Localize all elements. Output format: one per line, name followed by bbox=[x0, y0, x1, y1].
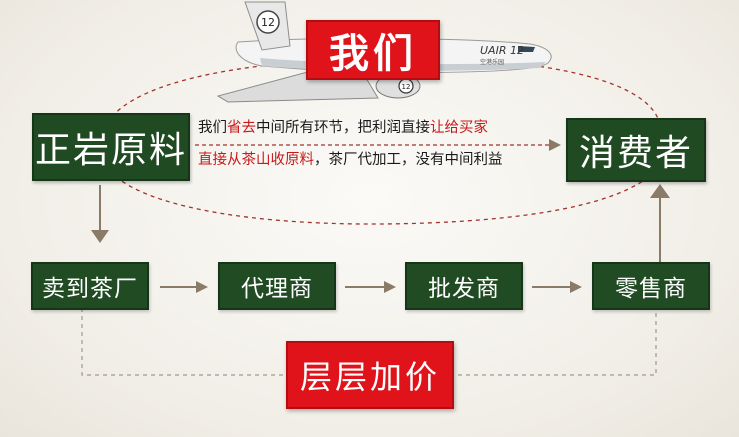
target-box: 消费者 bbox=[566, 118, 706, 182]
dashed-bottom-path bbox=[81, 308, 657, 376]
description-line-2: 直接从茶山收原料，茶厂代加工，没有中间利益 bbox=[198, 152, 503, 168]
source-box: 正岩原料 bbox=[32, 113, 190, 181]
source-label: 正岩原料 bbox=[34, 130, 187, 171]
chain-box-retailer: 零售商 bbox=[592, 262, 710, 310]
chain-arrow-3 bbox=[532, 281, 582, 293]
description-line-1: 我们省去中间所有环节，把利润直接让给买家 bbox=[198, 120, 488, 136]
markup-label: 层层加价 bbox=[299, 358, 440, 396]
chain-arrow-1 bbox=[160, 281, 208, 293]
svg-text:12: 12 bbox=[402, 83, 411, 91]
target-label: 消费者 bbox=[578, 133, 693, 174]
svg-text:12: 12 bbox=[261, 16, 275, 29]
tail-logo-icon bbox=[256, 10, 280, 34]
svg-text:空港乐园: 空港乐园 bbox=[480, 58, 504, 66]
title-text: 我们 bbox=[329, 31, 417, 77]
title-box: 我们 bbox=[306, 20, 440, 80]
chain-box-agent: 代理商 bbox=[218, 262, 336, 310]
svg-text:UAIR 12: UAIR 12 bbox=[480, 44, 524, 57]
chain-arrow-2 bbox=[345, 281, 396, 293]
chain-box-wholesaler: 批发商 bbox=[405, 262, 523, 310]
chain-box-factory: 卖到茶厂 bbox=[31, 262, 149, 310]
markup-box: 层层加价 bbox=[286, 341, 454, 409]
